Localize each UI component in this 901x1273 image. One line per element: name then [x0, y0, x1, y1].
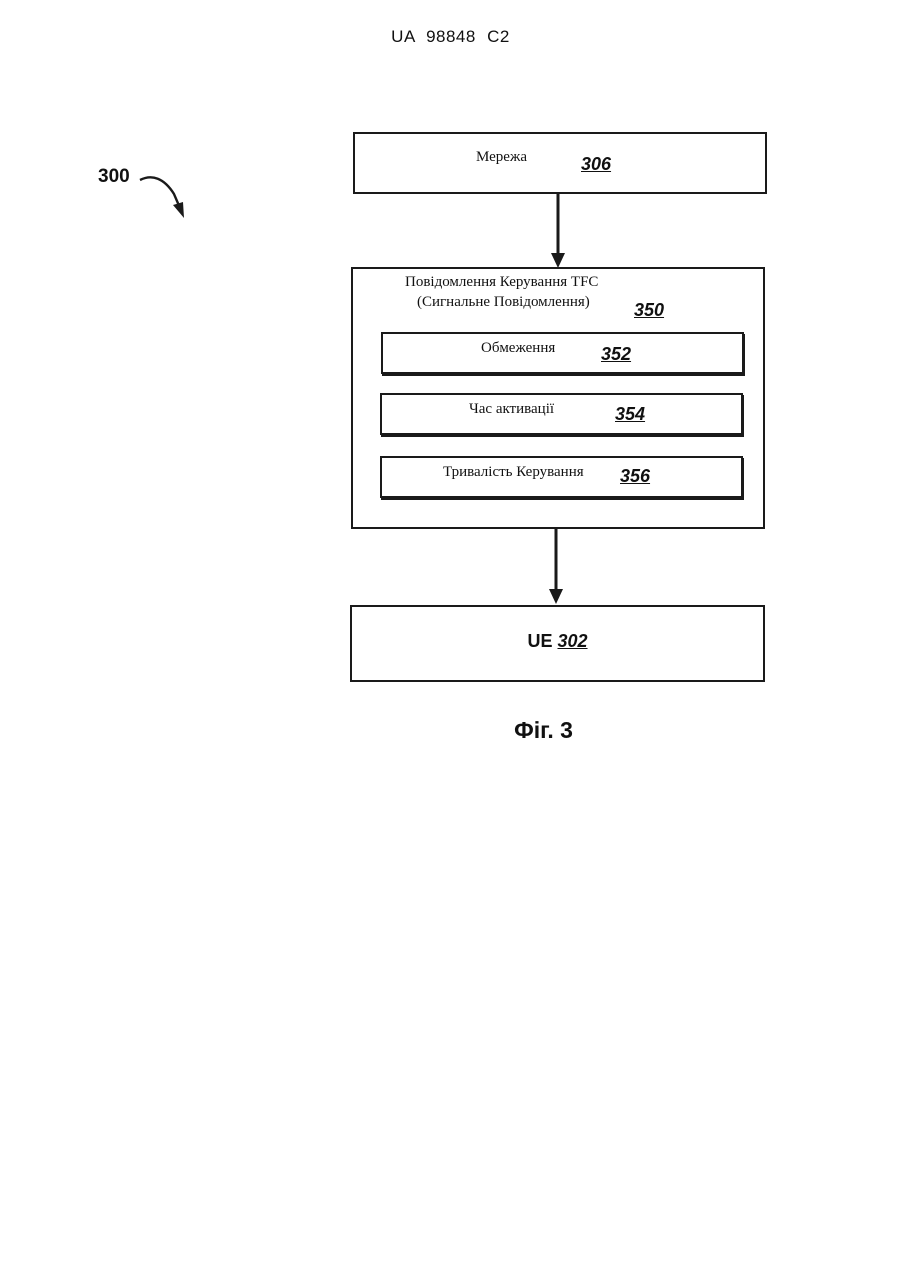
ue-label: UE: [527, 631, 552, 651]
tfc-message-title: Повідомлення Керування TFC: [405, 274, 598, 291]
field-control-duration-box: Тривалість Керування 356: [380, 456, 743, 498]
field-restriction-box: Обмеження 352: [381, 332, 744, 374]
field-restriction-label: Обмеження: [481, 340, 555, 357]
tfc-message-number: 350: [634, 300, 664, 321]
field-activation-time-box: Час активації 354: [380, 393, 743, 435]
arrow-message-to-ue: [546, 528, 566, 606]
ue-box: UE 302: [350, 605, 765, 682]
figure-reference-label: 300: [98, 166, 130, 188]
network-label: Мережа: [476, 149, 527, 166]
network-box: Мережа 306: [353, 132, 767, 194]
patent-header: UA 98848 C2: [0, 27, 901, 47]
field-restriction-number: 352: [601, 344, 631, 365]
network-number: 306: [581, 154, 611, 175]
ue-number: 302: [557, 631, 587, 651]
field-control-duration-number: 356: [620, 466, 650, 487]
field-control-duration-label: Тривалість Керування: [443, 464, 584, 481]
field-activation-time-label: Час активації: [469, 401, 554, 418]
tfc-message-subtitle: (Сигнальне Повідомлення): [417, 294, 590, 311]
figure-caption: Фіг. 3: [0, 717, 901, 744]
figure-reference-arrow-icon: [138, 172, 190, 224]
tfc-message-box: Повідомлення Керування TFC (Сигнальне По…: [351, 267, 765, 529]
arrow-network-to-message: [548, 193, 568, 269]
ue-line: UE 302: [352, 631, 763, 652]
field-activation-time-number: 354: [615, 404, 645, 425]
